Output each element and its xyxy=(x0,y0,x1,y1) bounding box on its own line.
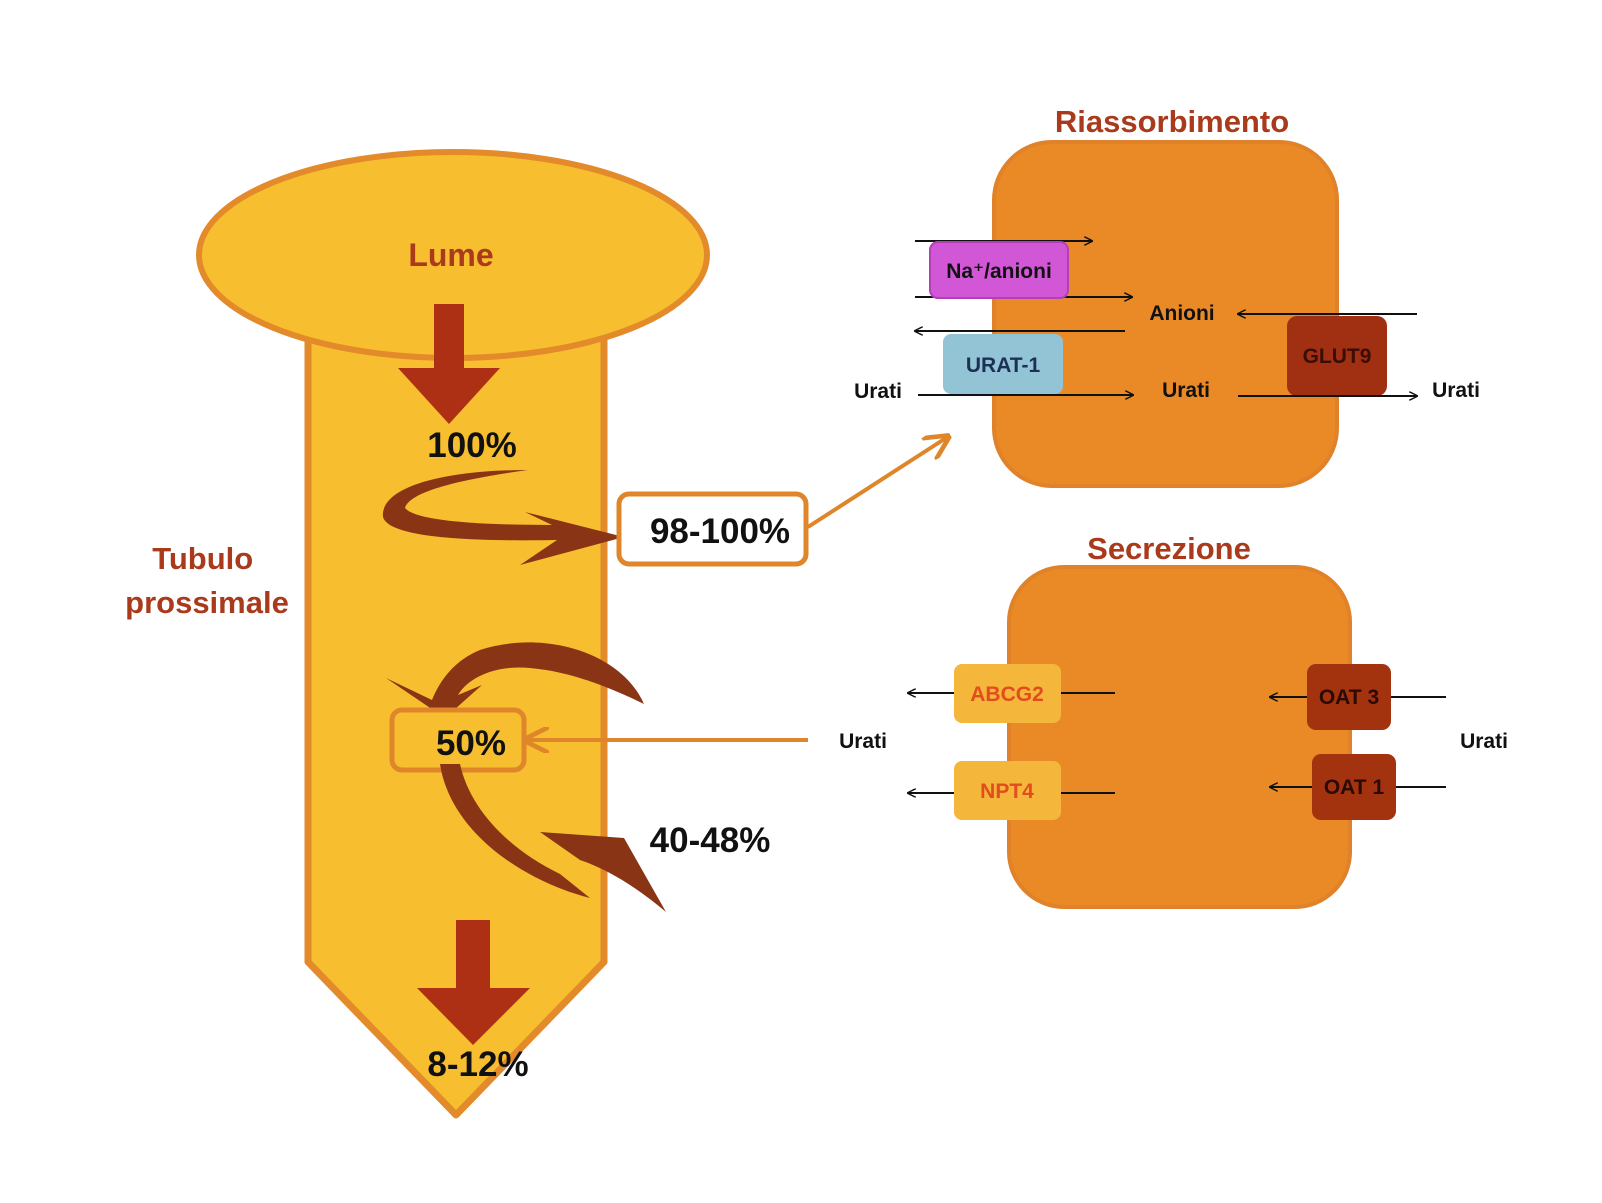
reabsorption-title: Riassorbimento xyxy=(1055,104,1289,139)
post-secretory-curve-arrow xyxy=(440,764,666,912)
oat3-label: OAT 3 xyxy=(1319,686,1379,709)
secretion-curve-arrow xyxy=(386,642,644,718)
abcg2-label: ABCG2 xyxy=(970,683,1044,706)
glut9-transporter xyxy=(1287,316,1387,396)
npt4-label: NPT4 xyxy=(980,780,1034,803)
percent-start: 100% xyxy=(427,426,517,465)
inflow-arrow xyxy=(398,304,500,424)
oat1-label: OAT 1 xyxy=(1324,776,1385,799)
urat1-label: URAT-1 xyxy=(966,354,1041,377)
outflow-arrow xyxy=(417,920,530,1045)
urates-cell-label: Urati xyxy=(1162,379,1210,402)
urates-out-label: Urati xyxy=(1432,379,1480,402)
secretion-cell xyxy=(1007,565,1352,909)
urates-left-label: Urati xyxy=(839,730,887,753)
npt4-transporter xyxy=(954,761,1061,820)
na-anions-label: Na⁺/anioni xyxy=(946,260,1052,283)
secretion-title: Secrezione xyxy=(1087,531,1251,566)
oat3-transporter xyxy=(1307,664,1391,730)
oat1-transporter xyxy=(1312,754,1396,820)
tubule-label-line1: Tubulo xyxy=(152,541,253,576)
percent-post-secretory: 40-48% xyxy=(650,821,771,860)
glut9-label: GLUT9 xyxy=(1303,345,1372,368)
anions-label: Anioni xyxy=(1149,302,1214,325)
urat1-transporter xyxy=(943,334,1063,394)
tubule-label: Tubulo prossimale xyxy=(125,541,289,620)
reabsorption-curve-arrow xyxy=(382,470,624,565)
percent-secreted: 50% xyxy=(436,724,506,763)
lumen-label: Lume xyxy=(408,237,493,273)
urates-right-label: Urati xyxy=(1460,730,1508,753)
tubule-label-line2: prossimale xyxy=(125,585,289,620)
percent-excreted: 8-12% xyxy=(427,1045,528,1084)
link-to-reabsorption xyxy=(806,438,946,529)
percent-reabsorbed: 98-100% xyxy=(650,512,790,551)
na-anions-transporter xyxy=(929,241,1069,299)
urates-in-label: Urati xyxy=(854,380,902,403)
reabsorbed-percent-box xyxy=(616,491,809,567)
proximal-tubule xyxy=(196,149,710,1119)
abcg2-transporter xyxy=(954,664,1061,723)
